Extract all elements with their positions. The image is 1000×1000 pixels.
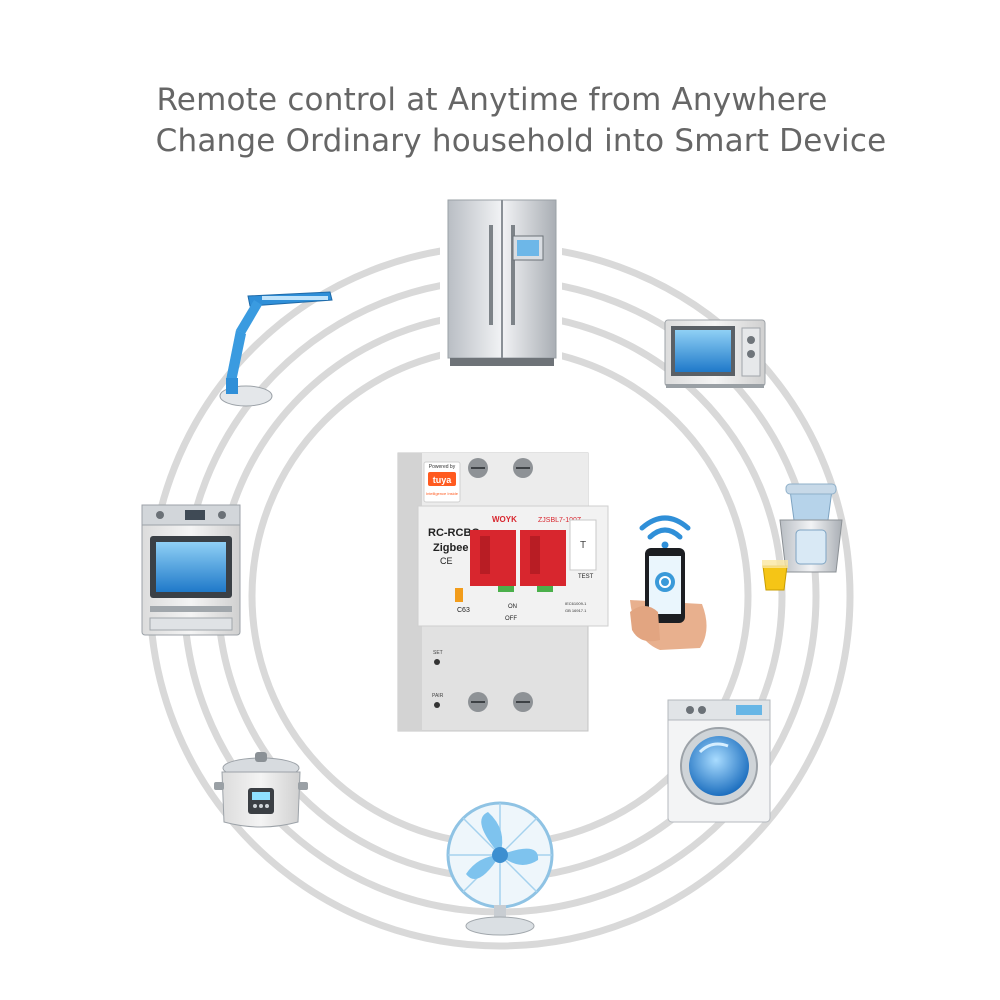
smartphone-icon: [630, 515, 707, 650]
desk-lamp-icon: [219, 291, 333, 407]
breaker-protocol: Zigbee: [433, 542, 468, 554]
set-label: SET: [433, 650, 443, 656]
breaker-maker: WOYK: [492, 515, 517, 524]
headline-line-2: Change Ordinary household into Smart Dev…: [155, 123, 887, 159]
rating-label: C63: [457, 607, 470, 614]
tuya-powered-by: Powered by: [429, 464, 456, 470]
fan-icon: [446, 801, 554, 936]
breaker-model: ZJSBL7-100Z: [538, 517, 582, 524]
test-label: TEST: [578, 574, 594, 580]
breaker-type: RC-RCBO: [428, 527, 480, 539]
microwave-icon: [664, 319, 766, 388]
oven-icon: [141, 504, 241, 636]
test-button-label: T: [580, 540, 586, 551]
tuya-logo: tuya: [433, 475, 453, 485]
on-label: ON: [508, 604, 517, 610]
tuya-tagline: Intelligence Inside: [426, 491, 459, 496]
refrigerator-icon: [440, 195, 562, 367]
ce-mark: CE: [440, 556, 453, 566]
circuit-breaker: Powered by tuya Intelligence Inside WOYK…: [397, 452, 609, 732]
rice-cooker-icon: [214, 752, 308, 828]
headline-line-1: Remote control at Anytime from Anywhere: [156, 82, 828, 118]
pair-label: PAIR: [432, 693, 444, 699]
washing-machine-icon: [667, 699, 771, 823]
juicer-icon: [762, 483, 843, 591]
standard-1: IEC61009-1: [565, 601, 587, 606]
off-label: OFF: [505, 616, 517, 622]
standard-2: GB 16917.1: [565, 608, 587, 613]
wifi-icon: [639, 515, 691, 549]
